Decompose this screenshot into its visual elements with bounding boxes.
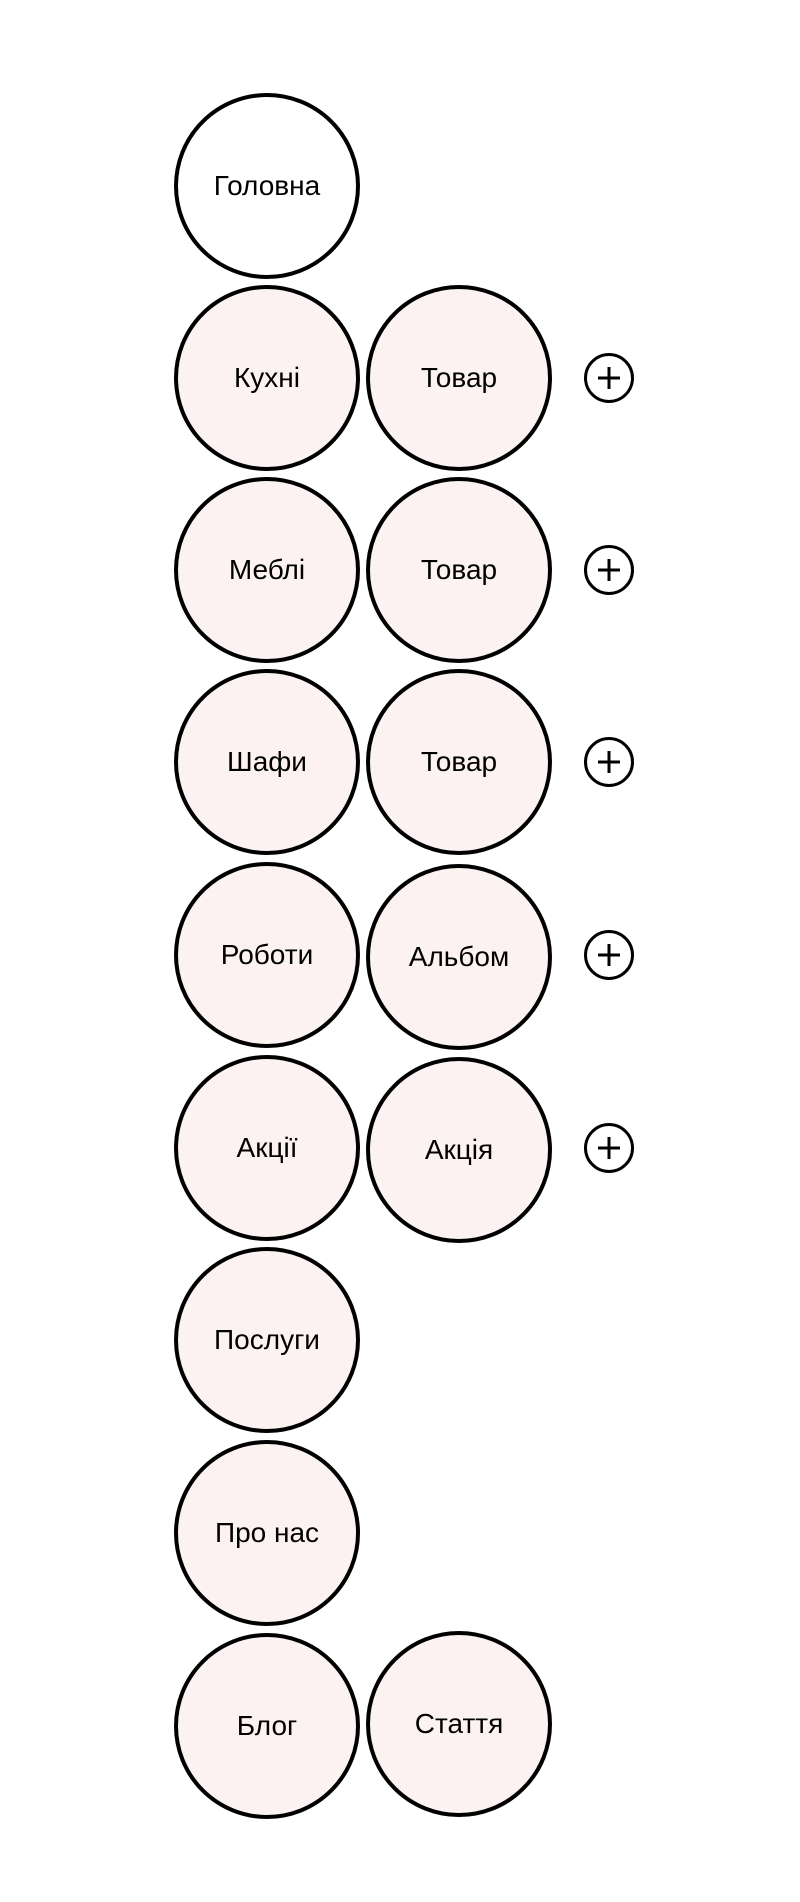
node-label: Меблі <box>228 554 306 585</box>
node-category-works[interactable]: Роботи <box>174 862 360 1048</box>
plus-icon <box>598 559 620 581</box>
node-category-kitchens[interactable]: Кухні <box>174 285 360 471</box>
node-category-services[interactable]: Послуги <box>174 1247 360 1433</box>
node-label: Кухні <box>234 362 300 393</box>
node-child-album[interactable]: Альбом <box>366 864 552 1050</box>
node-category-wardrobes[interactable]: Шафи <box>174 669 360 855</box>
node-label: Альбом <box>408 941 510 972</box>
add-child-button[interactable] <box>584 1123 634 1173</box>
plus-icon <box>598 1137 620 1159</box>
node-child-article[interactable]: Стаття <box>366 1631 552 1817</box>
node-child-product[interactable]: Товар <box>366 477 552 663</box>
add-child-button[interactable] <box>584 545 634 595</box>
node-child-product[interactable]: Товар <box>366 285 552 471</box>
node-child-product[interactable]: Товар <box>366 669 552 855</box>
node-category-about[interactable]: Про нас <box>174 1440 360 1626</box>
node-child-promotion[interactable]: Акція <box>366 1057 552 1243</box>
node-label: Шафи <box>227 746 307 777</box>
node-home[interactable]: Головна <box>174 93 360 279</box>
plus-icon <box>598 367 620 389</box>
node-label: Товар <box>420 746 498 777</box>
plus-icon <box>598 944 620 966</box>
node-category-furniture[interactable]: Меблі <box>174 477 360 663</box>
node-category-promotions[interactable]: Акції <box>174 1055 360 1241</box>
node-label: Стаття <box>414 1708 504 1739</box>
node-label: Акції <box>236 1132 298 1163</box>
node-label: Товар <box>420 362 498 393</box>
plus-icon <box>598 751 620 773</box>
node-label: Товар <box>420 554 498 585</box>
node-category-blog[interactable]: Блог <box>174 1633 360 1819</box>
node-label: Роботи <box>220 939 314 970</box>
add-child-button[interactable] <box>584 737 634 787</box>
node-label: Акція <box>424 1134 494 1165</box>
add-child-button[interactable] <box>584 930 634 980</box>
node-label: Послуги <box>214 1324 320 1355</box>
node-label: Блог <box>236 1710 298 1741</box>
node-label: Головна <box>213 170 321 201</box>
node-label: Про нас <box>214 1517 320 1548</box>
add-child-button[interactable] <box>584 353 634 403</box>
